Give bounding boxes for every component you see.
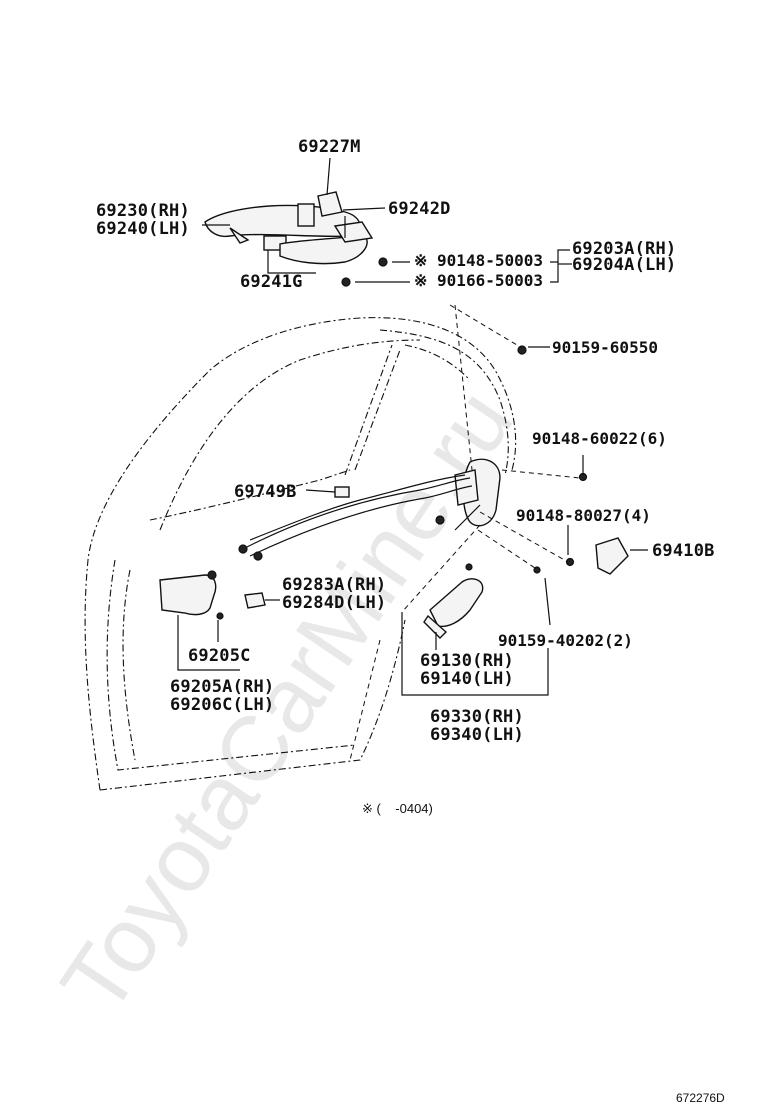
label-69242D: 69242D <box>388 199 451 219</box>
label-69204A-lh: 69204A(LH) <box>572 255 676 275</box>
label-69241G: 69241G <box>240 272 303 292</box>
label-90159-40202: 90159-40202(2) <box>498 631 633 650</box>
label-69330-rh: 69330(RH) <box>430 707 524 727</box>
door-outline <box>84 317 517 791</box>
outside-handle-assembly <box>204 191 388 287</box>
inside-handle <box>159 570 266 620</box>
label-69749B: 69749B <box>234 482 297 502</box>
label-69283A-rh: 69283A(RH) <box>282 575 386 595</box>
label-69206C-lh: 69206C(LH) <box>170 695 274 715</box>
label-69205A-rh: 69205A(RH) <box>170 677 274 697</box>
label-69205C: 69205C <box>188 646 251 666</box>
label-69410B: 69410B <box>652 541 715 561</box>
label-69240-lh: 69240(LH) <box>96 219 190 239</box>
applicability-note: ※ ( -0404) <box>362 801 433 816</box>
watermark: ToyotaCarMine.ru <box>42 372 533 1031</box>
control-cables <box>238 474 473 561</box>
leader-lines <box>177 157 648 761</box>
label-69130-rh: 69130(RH) <box>420 651 514 671</box>
label-69284D-lh: 69284D(LH) <box>282 593 386 613</box>
outside-handle-frame <box>423 563 484 639</box>
label-69140-lh: 69140(LH) <box>420 669 514 689</box>
label-69230-rh: 69230(RH) <box>96 201 190 221</box>
label-69227M: 69227M <box>298 137 361 157</box>
part-labels: 69227M 69230(RH) 69240(LH) 69242D ※ 9014… <box>96 137 715 745</box>
label-90166-50003: ※ 90166-50003 <box>414 271 543 290</box>
label-90148-80027: 90148-80027(4) <box>516 506 651 525</box>
label-69203A-rh: 69203A(RH) <box>572 239 676 259</box>
diagram-code: 672276D <box>676 1091 725 1105</box>
label-90148-50003: ※ 90148-50003 <box>414 251 543 270</box>
label-90159-60550: 90159-60550 <box>552 338 658 357</box>
label-90148-60022: 90148-60022(6) <box>532 429 667 448</box>
label-69340-lh: 69340(LH) <box>430 725 524 745</box>
